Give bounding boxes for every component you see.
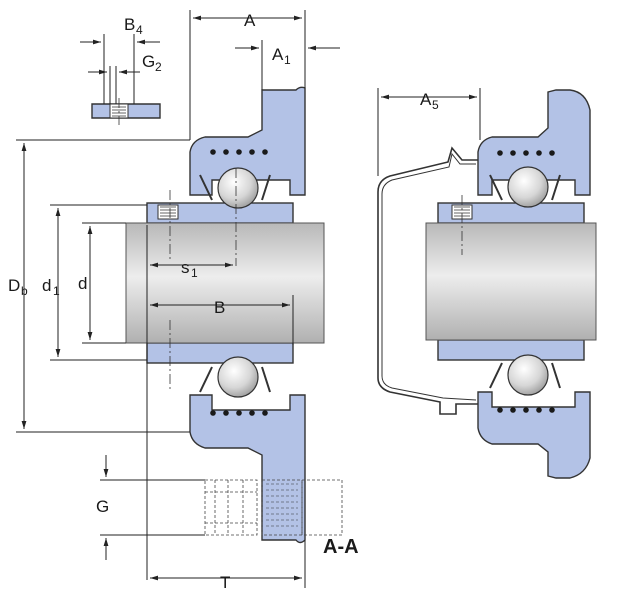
label-A1-sub: 1 <box>284 53 291 67</box>
label-G2-sub: 2 <box>155 60 162 74</box>
label-d1-sub: 1 <box>53 284 60 298</box>
label-G: G <box>96 497 109 516</box>
label-A5: A <box>420 90 432 109</box>
housing-lower <box>189 394 306 544</box>
housing-upper <box>189 86 306 196</box>
r-inner-ring-lower <box>437 339 585 361</box>
ball-lower <box>217 356 259 398</box>
dimensions <box>16 10 481 588</box>
r-ball-lower <box>507 354 549 396</box>
label-Db: D <box>8 276 20 295</box>
label-T: T <box>220 573 230 592</box>
label-A: A <box>244 11 256 30</box>
labels: A A 1 A 5 B 4 G 2 D b d 1 d s 1 B G T A-… <box>8 11 439 592</box>
label-B: B <box>214 298 225 317</box>
grub-screw <box>157 204 179 220</box>
r-lube-holes-lower <box>497 407 555 413</box>
label-d: d <box>78 274 87 293</box>
bolt-hidden <box>204 479 343 536</box>
label-G2: G <box>142 52 155 71</box>
label-d1: d <box>42 276 51 295</box>
label-Db-sub: b <box>21 284 28 298</box>
ball-upper <box>217 167 259 209</box>
label-A1: A <box>272 45 284 64</box>
r-lube-holes-upper <box>497 150 555 156</box>
r-housing-lower <box>477 391 591 479</box>
lube-holes-upper <box>210 149 268 155</box>
inner-ring-lower <box>146 342 294 364</box>
label-A5-sub: 5 <box>432 98 439 112</box>
section-label: A-A <box>323 536 359 558</box>
shaft-left <box>125 222 325 344</box>
detail-view <box>91 98 161 125</box>
left-view <box>91 86 343 544</box>
right-view <box>377 89 597 479</box>
label-s1-sub: 1 <box>191 266 198 280</box>
shaft-right <box>425 222 597 341</box>
label-s1: s <box>181 258 190 277</box>
label-B4: B <box>124 15 135 34</box>
label-B4-sub: 4 <box>136 23 143 37</box>
end-cover <box>377 146 478 415</box>
lube-holes-lower <box>210 410 268 416</box>
r-ball-upper <box>507 166 549 208</box>
